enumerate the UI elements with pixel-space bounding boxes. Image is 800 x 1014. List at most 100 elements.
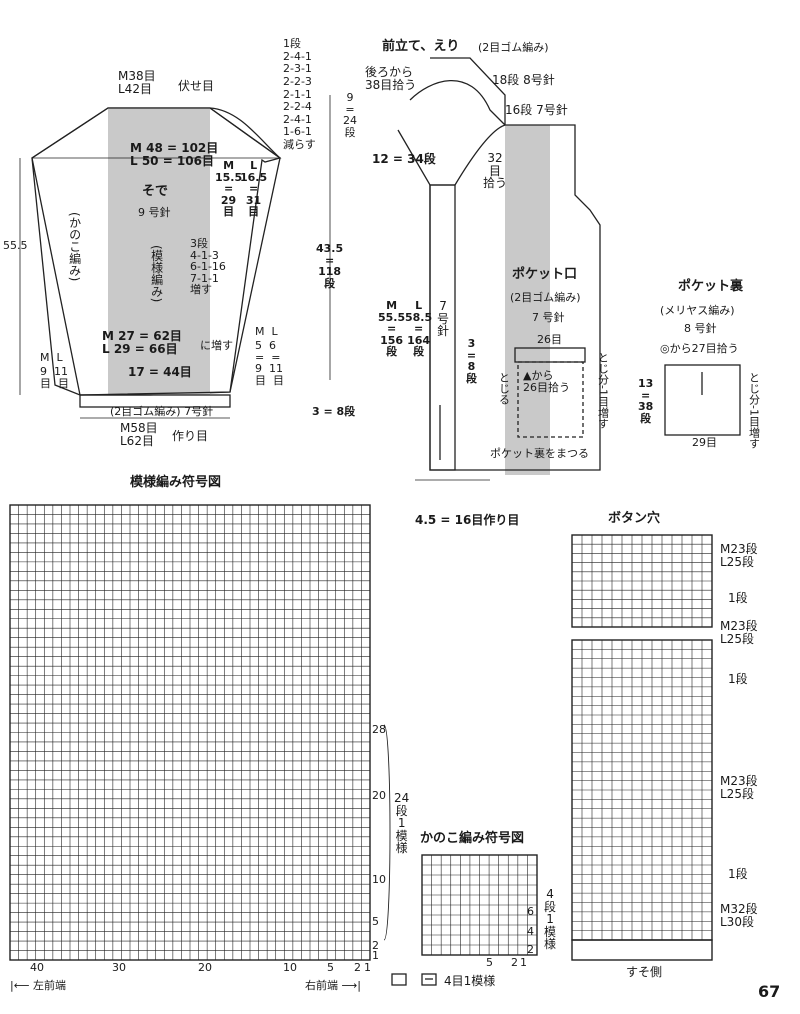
front-rows-18: 18段 8号針	[492, 73, 555, 87]
pattern-row-1: 1	[372, 949, 379, 962]
pattern-col-20: 20	[198, 961, 212, 974]
seed-col-1: 1	[520, 956, 527, 969]
sleeve-cap-curve	[209, 107, 281, 159]
pattern-col-1: 1	[364, 961, 371, 974]
front-band	[429, 184, 456, 471]
sleeve-cast-on: 作り目	[172, 429, 209, 443]
seed-chart-title: かのこ編み符号図	[420, 831, 525, 846]
legend-box-blank	[391, 973, 407, 986]
sleeve-ml-left-label: M L	[40, 351, 63, 364]
pocket-needle: 7 号針	[532, 311, 565, 324]
pocket-back-needle: 8 号針	[684, 322, 717, 335]
sleeve-ml-l: L 16.5 = 31 目	[240, 159, 268, 219]
pattern-repeat: 24 段 1 模 様	[394, 791, 410, 856]
buttonhole-label-3: M23段 L25段	[720, 619, 758, 646]
sleeve-center-pattern: (模様編み)	[149, 245, 164, 303]
sleeve-pattern-panel	[108, 108, 210, 395]
sleeve-lower-increase: に増す	[200, 339, 233, 352]
sleeve-ml-right-values: 5 6 = = 9 11 目 目	[255, 339, 284, 387]
pattern-row-10: 10	[372, 873, 386, 886]
sleeve-ribbing: (2目ゴム編み) 7号針	[110, 405, 214, 418]
pocket-rib: (2目ゴム編み)	[510, 291, 581, 304]
buttonhole-grid	[572, 535, 712, 940]
pattern-col-2: 2	[354, 961, 361, 974]
pocket-back-title: ポケット裏	[678, 279, 744, 294]
pattern-row-28: 28	[372, 723, 386, 736]
sleeve-ml-left-values: 9 11 目 目	[40, 365, 69, 390]
buttonhole-label-7: M32段 L30段	[720, 902, 758, 929]
front-band-needle: 7 号 針	[437, 299, 450, 339]
sleeve-increase-list: 3段 4-1-3 6-1-16 7-1-1 増す	[190, 237, 226, 297]
buttonhole-bottom: すそ側	[626, 965, 663, 979]
pocket-back-pickup: ◎から27目拾う	[660, 342, 739, 355]
front-height-m: M 55.5 = 156 段	[378, 299, 406, 359]
buttonhole-label-4: 1段	[728, 672, 748, 686]
sleeve-cuff-center: 17 = 44目	[128, 365, 192, 379]
sleeve-width-lower: M 27 = 62目 L 29 = 66目	[102, 329, 182, 356]
buttonhole-title: ボタン穴	[608, 511, 661, 526]
pattern-chart-frame	[9, 504, 371, 961]
sleeve-ml-m: M 15.5 = 29 目	[215, 159, 243, 219]
buttonhole-label-6: 1段	[728, 867, 748, 881]
front-title-note: (2目ゴム編み)	[478, 41, 549, 54]
sleeve-ribbing	[79, 394, 231, 408]
sleeve-cuff-rows: 3 = 8段	[312, 405, 356, 418]
sleeve-cast-on-count: M58目 L62目	[120, 421, 158, 448]
sleeve-ml-right-label: M L	[255, 325, 278, 338]
pattern-right-end: 右前端 ⟶|	[305, 979, 361, 992]
buttonhole-label-1: M23段 L25段	[720, 542, 758, 569]
pocket-pickup: ▲から 26目拾う	[523, 369, 570, 394]
seed-col-repeat: 4目1模様	[444, 974, 496, 988]
seed-row-2: 2	[527, 943, 534, 956]
sleeve-width-upper: M 48 = 102目 L 50 = 106目	[130, 141, 219, 168]
pocket-lining-sew: ポケット裏をまつる	[490, 447, 589, 460]
pattern-row-20: 20	[372, 789, 386, 802]
legend-box-purl	[421, 973, 437, 986]
sleeve-needle: 9 号針	[138, 206, 171, 219]
buttonhole-label-2: 1段	[728, 591, 748, 605]
pocket-26: 26目	[537, 333, 562, 346]
front-pattern-panel	[505, 125, 550, 475]
sleeve-left-height: 55.5	[3, 239, 28, 252]
sleeve-cap-rows: 9 = 24 段	[343, 91, 357, 139]
seed-chart-frame	[421, 854, 538, 956]
seed-repeat: 4 段 1 模 様	[544, 887, 557, 952]
pocket-back-rect	[664, 364, 741, 436]
pocket-bind: とじる	[497, 372, 511, 405]
sleeve-bind-off: 伏せ目	[178, 79, 215, 93]
pattern-left-end: |⟵ 左前端	[10, 979, 66, 992]
seed-row-4: 4	[527, 925, 534, 938]
pocket-back-width: 29目	[692, 436, 717, 449]
front-cast-on: 4.5 = 16目作り目	[415, 513, 520, 527]
pattern-grid	[10, 505, 370, 960]
pocket-back-stitch: (メリヤス編み)	[660, 304, 735, 317]
sleeve-left-pattern: (かのこ編み)	[67, 212, 82, 282]
pocket-title: ポケット口	[512, 267, 578, 282]
pattern-chart-title: 模様編み符号図	[130, 475, 222, 490]
seed-row-6: 6	[527, 905, 534, 918]
sleeve-height-total: 43.5 = 118 段	[316, 242, 344, 290]
front-outline	[429, 57, 601, 471]
pattern-col-10: 10	[283, 961, 297, 974]
pattern-col-30: 30	[112, 961, 126, 974]
pattern-col-5: 5	[327, 961, 334, 974]
seed-grid	[422, 855, 537, 955]
pocket-back-side: とじ分-1目増す	[747, 372, 761, 449]
buttonhole-upper-frame	[571, 534, 713, 628]
collar-curve	[409, 80, 506, 126]
pocket-rows: 3 = 8 段	[466, 337, 477, 385]
pocket-back-rows: 13 = 38 段	[638, 377, 654, 425]
front-rows-16: 16段 7号針	[505, 103, 568, 117]
sleeve-title: そで	[142, 184, 169, 199]
seed-col-5: 5	[486, 956, 493, 969]
sleeve-top-count: M38目 L42目	[118, 69, 156, 96]
front-collar-rows: 12 = 34段	[372, 152, 436, 166]
buttonhole-label-5: M23段 L25段	[720, 774, 758, 801]
pattern-row-2: 2	[372, 939, 379, 952]
page-number: 67	[758, 982, 781, 1001]
pattern-col-40: 40	[30, 961, 44, 974]
pattern-row-5: 5	[372, 915, 379, 928]
